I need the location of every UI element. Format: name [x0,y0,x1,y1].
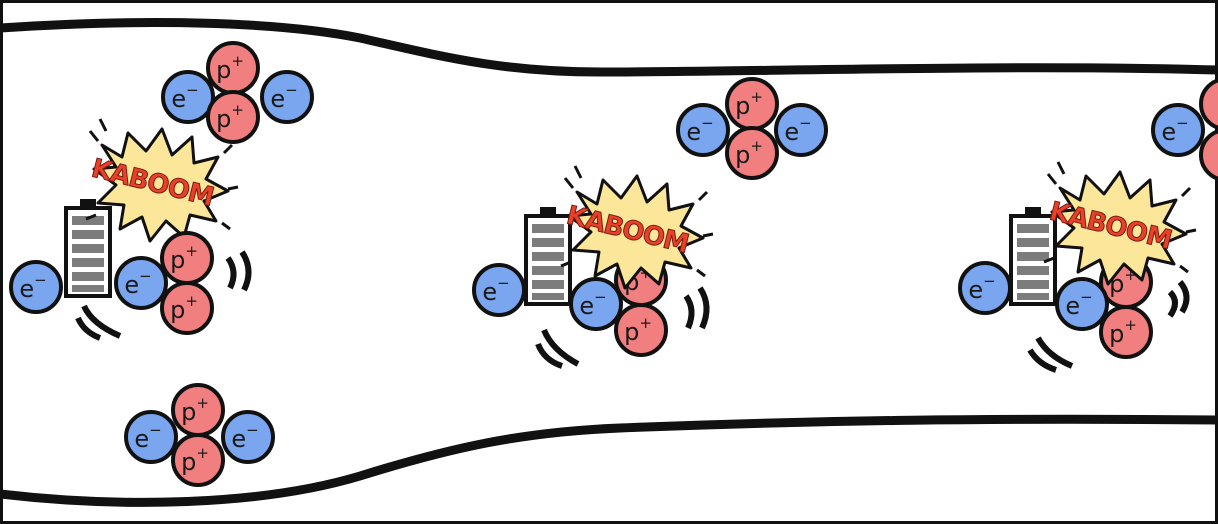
proton-icon: p+ [616,305,666,355]
proton-icon: p+ [162,233,212,283]
battery-icon [526,207,570,304]
proton-icon: p+ [1101,307,1151,357]
electron-icon: e− [474,265,524,315]
collision-scene-middle: p+ KABOOM e− e− p+ [474,166,713,366]
collision-scene-left: KABOOM e− e− p+ p+ [11,119,249,338]
proton-icon: p+ [727,128,777,178]
proton-icon: p+ [173,435,223,485]
collision-scene-right: p+ KABOOM e− e− p+ [960,162,1196,370]
proton-icon: p+ [208,43,258,93]
atom-bottom-left: e− e− p+ p+ [126,385,273,485]
electron-icon: e− [571,279,621,329]
atom-top-middle: e− e− p+ p+ [678,79,826,178]
kaboom-burst-icon: KABOOM [1044,162,1196,284]
electron-icon: e− [678,105,728,155]
proton-icon: p+ [727,79,777,129]
wire-top-wall [0,23,1218,72]
electron-icon: e− [262,72,312,122]
electron-icon: e− [223,412,273,462]
atom-top-left: e− e− p+ p+ [163,43,312,142]
proton-icon: p+ [173,385,223,435]
proton-icon: p+ [162,283,212,333]
electron-icon: e− [116,258,166,308]
proton-icon: p+ [208,92,258,142]
kaboom-burst-icon: KABOOM [561,166,713,288]
battery-icon [66,199,110,296]
electron-icon: e− [11,262,61,312]
electron-icon: e− [776,105,826,155]
electron-icon: e− [163,72,213,122]
atom-right-edge: e− [1153,79,1218,180]
electron-icon: e− [126,412,176,462]
electron-icon: e− [1057,279,1107,329]
electron-icon: e− [1153,105,1203,155]
electron-icon: e− [960,263,1010,313]
